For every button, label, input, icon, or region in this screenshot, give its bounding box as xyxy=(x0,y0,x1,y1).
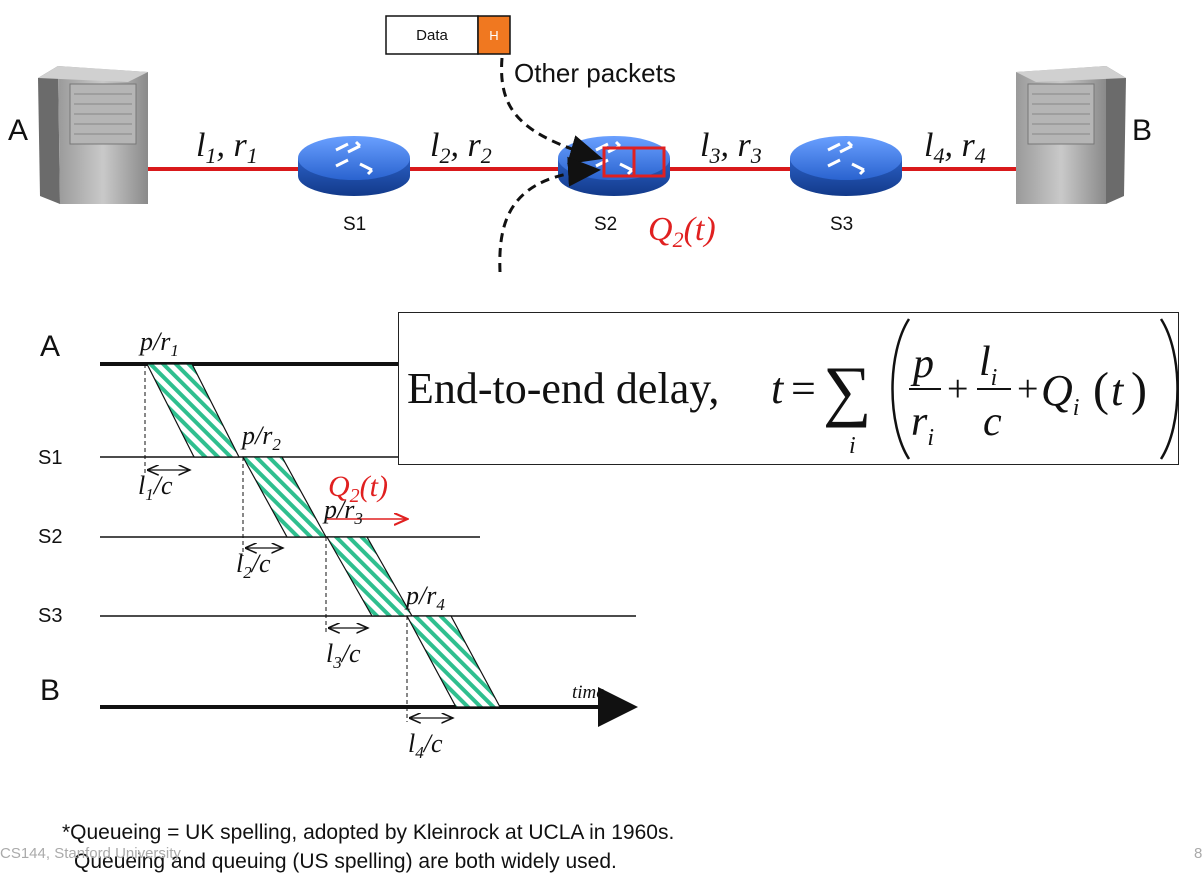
formula-q-paren-open: ( xyxy=(1093,363,1109,416)
propagation-label-1: l1/c xyxy=(138,471,173,504)
server-b-icon xyxy=(1016,66,1126,204)
packet-data-label: Data xyxy=(416,27,448,44)
formula-equals: = xyxy=(791,364,816,413)
formula-r: ri xyxy=(911,399,934,451)
packet-header-label: H xyxy=(489,28,498,43)
router-s3-icon xyxy=(790,136,902,196)
timeline-row-a: A xyxy=(40,330,60,363)
other-packets-path-bottom xyxy=(498,156,601,273)
packet-transit-hop-3 xyxy=(325,536,414,617)
footnote-line-1: *Queueing = UK spelling, adopted by Klei… xyxy=(62,821,675,844)
formula-q: Qi xyxy=(1041,366,1079,421)
link-label-1: l1, r1 xyxy=(196,127,258,168)
timeline-row-s3: S3 xyxy=(38,605,62,627)
link-label-3: l3, r3 xyxy=(700,127,762,168)
switch-s3-label: S3 xyxy=(830,214,853,235)
left-paren-icon xyxy=(891,318,911,460)
propagation-label-2: l2/c xyxy=(236,549,271,582)
formula-plus-2: + xyxy=(1017,368,1038,410)
formula-text: End-to-end delay, xyxy=(407,364,719,413)
transmission-label-2: p/r2 xyxy=(240,421,281,454)
packet-data-cell xyxy=(385,15,479,55)
time-axis-label: time xyxy=(572,682,605,703)
queue-label-timeline: Q2(t) xyxy=(328,470,388,507)
formula-p: p xyxy=(910,341,934,387)
host-b-label: B xyxy=(1132,114,1152,147)
footnote: *Queueing = UK spelling, adopted by Klei… xyxy=(62,818,674,876)
link-label-2: l2, r2 xyxy=(430,127,492,168)
formula-l: li xyxy=(979,339,997,391)
transmission-label-1: p/r1 xyxy=(138,327,179,360)
queue-box xyxy=(632,146,666,178)
host-a-label: A xyxy=(8,114,28,147)
other-packets-label: Other packets xyxy=(514,58,676,88)
formula-q-paren-close: ) xyxy=(1131,363,1147,416)
other-packets-path-top xyxy=(500,57,603,165)
formula-q-arg: t xyxy=(1111,366,1125,415)
propagation-label-3: l3/c xyxy=(326,639,361,672)
footer-page-number: 8 xyxy=(1194,845,1202,862)
formula-box: End-to-end delay, t = ∑ i p ri + li c + … xyxy=(398,312,1179,465)
switch-s2-label: S2 xyxy=(594,214,617,235)
footer-course: CS144, Stanford University xyxy=(0,845,181,862)
link-label-4: l4, r4 xyxy=(924,127,986,168)
delay-formula: End-to-end delay, t = ∑ i p ri + li c + … xyxy=(407,318,1179,460)
transmission-label-3: p/r3 xyxy=(322,495,363,528)
footnote-line-2: Queueing and queuing (US spelling) are b… xyxy=(74,850,617,873)
packet-transit-hop-2 xyxy=(241,456,328,538)
sum-index: i xyxy=(849,433,856,459)
packet-transit-hop-4 xyxy=(405,615,502,708)
formula-t: t xyxy=(771,364,785,413)
timeline-row-s1: S1 xyxy=(38,447,62,469)
queue-label-top: Q2(t) xyxy=(648,211,716,252)
packet-header-cell xyxy=(477,15,511,55)
formula-c: c xyxy=(983,399,1002,445)
right-paren-icon xyxy=(1159,318,1179,460)
router-s2-icon xyxy=(558,136,670,196)
switch-s1-label: S1 xyxy=(343,214,366,235)
timeline-row-s2: S2 xyxy=(38,526,62,548)
propagation-label-4: l4/c xyxy=(408,729,443,762)
sum-icon: ∑ xyxy=(823,352,871,428)
server-a-icon xyxy=(38,66,148,204)
timeline-row-b: B xyxy=(40,674,60,707)
router-s1-icon xyxy=(298,136,410,196)
packet-transit-hop-1 xyxy=(146,363,240,458)
transmission-label-4: p/r4 xyxy=(404,581,445,614)
formula-plus-1: + xyxy=(947,368,968,410)
